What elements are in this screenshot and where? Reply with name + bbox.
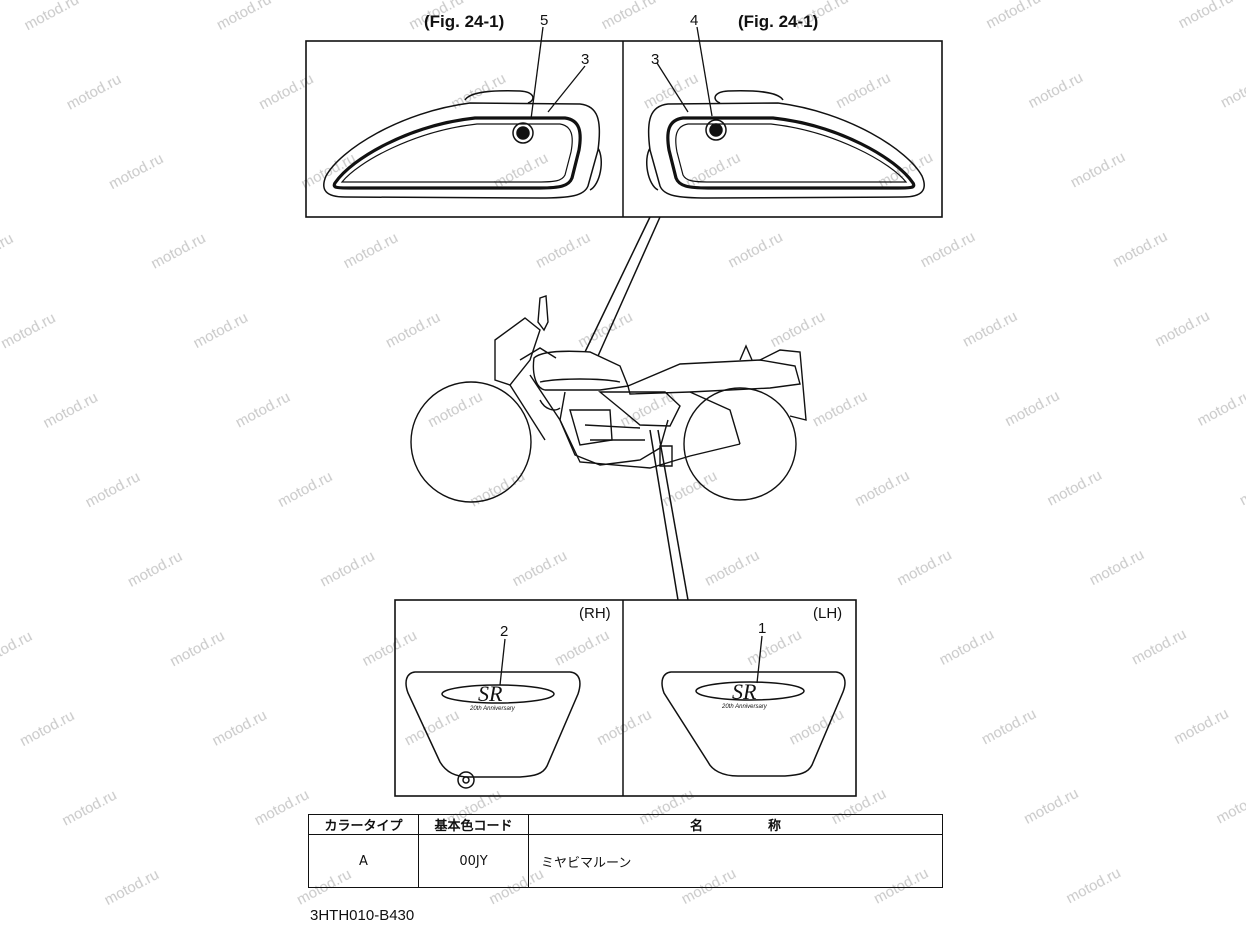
- header-color-type: カラータイプ: [308, 814, 419, 835]
- svg-text:20th Anniversary: 20th Anniversary: [721, 704, 768, 710]
- callout-3-left: 3: [581, 51, 590, 68]
- table-header-row: カラータイプ 基本色コード 名 称: [308, 814, 943, 835]
- side-label-rh: (RH): [579, 605, 611, 622]
- fuel-tank-left-drawing: [646, 90, 925, 199]
- callout-1: 1: [758, 620, 767, 637]
- cell-color-code: 00JY: [418, 834, 529, 888]
- svg-text:SR: SR: [732, 679, 757, 704]
- fuel-tank-right-drawing: [323, 90, 602, 199]
- table-row: A 00JY ミヤビマルーン: [308, 834, 943, 888]
- svg-text:SR: SR: [478, 681, 503, 706]
- cell-color-name: ミヤビマルーン: [528, 834, 943, 888]
- side-cover-right-drawing: SR 20th Anniversary: [405, 671, 581, 789]
- cover-panel-frame: [394, 599, 857, 797]
- cell-color-type: A: [308, 834, 419, 888]
- side-cover-left-drawing: SR 20th Anniversary: [661, 671, 846, 777]
- front-wheel: [410, 381, 532, 503]
- callout-4: 4: [690, 12, 699, 29]
- rear-wheel: [683, 387, 797, 501]
- color-spec-table: カラータイプ 基本色コード 名 称 A 00JY ミヤビマルーン: [308, 814, 943, 888]
- document-code: 3HTH010-B430: [310, 907, 415, 924]
- callout-5: 5: [540, 12, 549, 29]
- header-name: 名 称: [528, 814, 943, 835]
- callout-3-right: 3: [651, 51, 660, 68]
- fig-label-left: (Fig. 24-1): [424, 12, 505, 31]
- tank-panel-frame: [305, 40, 943, 218]
- motorcycle-drawing: [410, 295, 807, 503]
- side-label-lh: (LH): [813, 605, 843, 622]
- header-base-color-code: 基本色コード: [418, 814, 529, 835]
- fig-label-right: (Fig. 24-1): [738, 12, 819, 31]
- svg-text:20th Anniversary: 20th Anniversary: [469, 706, 516, 712]
- callout-2: 2: [500, 623, 509, 640]
